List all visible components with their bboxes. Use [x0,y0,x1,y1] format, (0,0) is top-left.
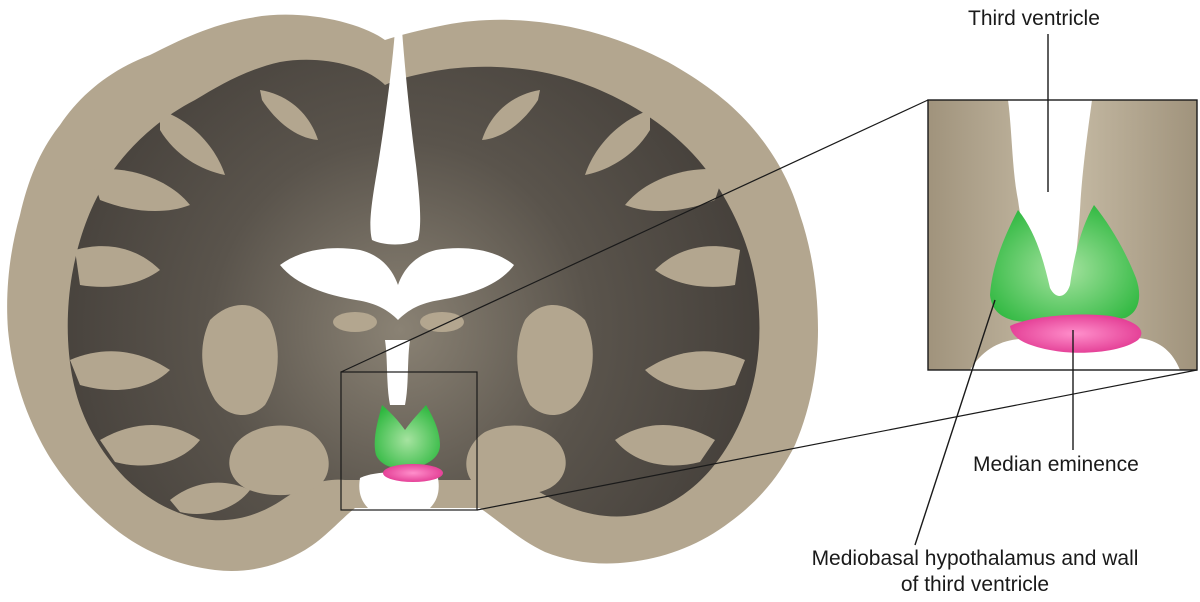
label-third-ventricle: Third ventricle [968,6,1100,32]
label-mediobasal-line1: Mediobasal hypothalamus and wall [790,546,1160,572]
zoom-inset [928,100,1197,370]
median-eminence-small [383,464,443,482]
label-mediobasal-hypothalamus: Mediobasal hypothalamus and wall of thir… [790,546,1160,598]
brain-section [7,15,818,571]
label-median-eminence: Median eminence [973,452,1139,478]
label-mediobasal-line2: of third ventricle [790,572,1160,598]
